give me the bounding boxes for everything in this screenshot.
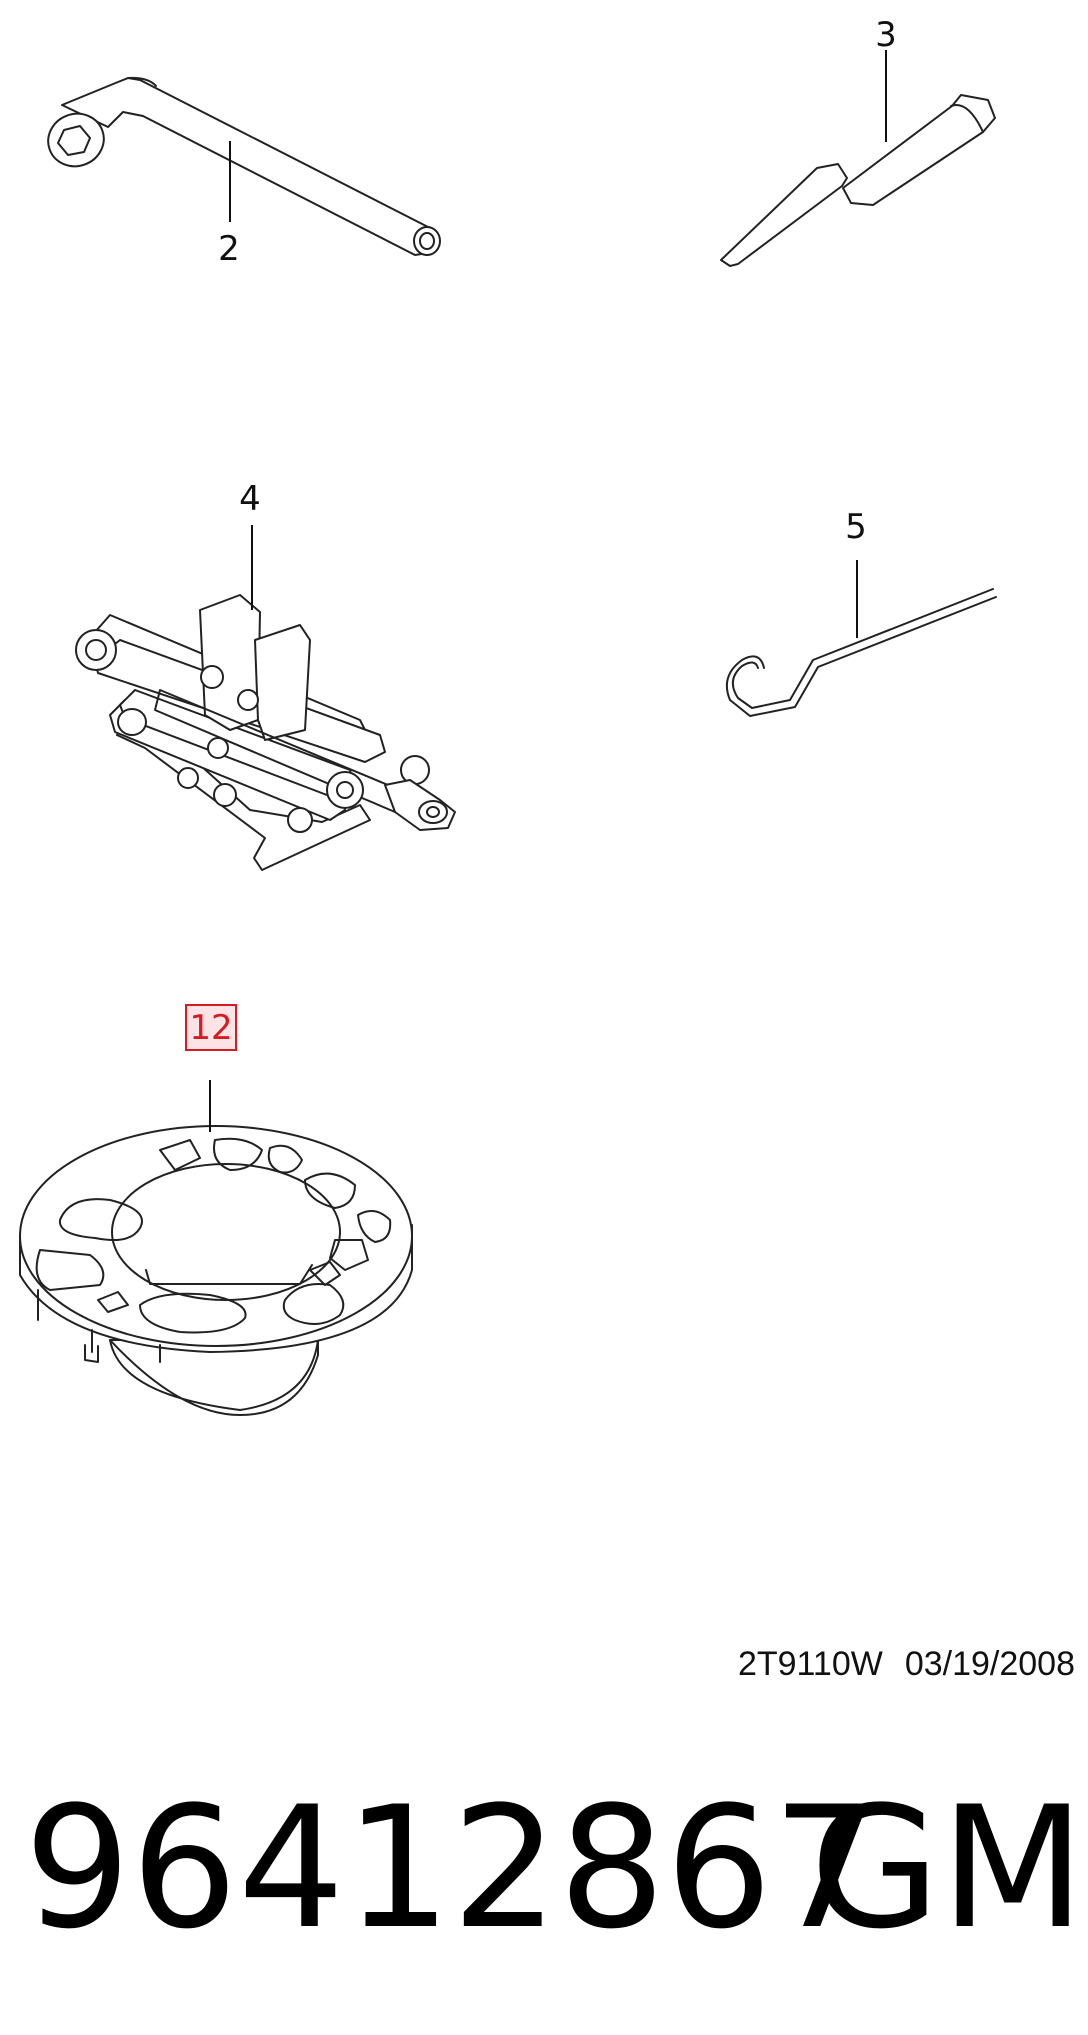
callout-12-highlight-box (185, 1004, 237, 1051)
callout-12: 12 (189, 1008, 232, 1048)
reference-date: 03/19/2008 (905, 1645, 1075, 1683)
footer-brand: GM (810, 1770, 1085, 1966)
reference-line: 2T9110W 03/19/2008 (738, 1645, 1075, 1683)
scissor-jack (75, 525, 456, 871)
callout-2: 2 (218, 229, 240, 269)
callout-3: 3 (875, 15, 897, 55)
callout-5: 5 (845, 507, 867, 547)
footer-part-number: 96412867 (24, 1770, 879, 1966)
screwdriver (720, 50, 996, 267)
jack-handle-hook (726, 560, 997, 717)
lug-wrench (47, 76, 441, 256)
reference-code: 2T9110W (738, 1645, 883, 1683)
callout-4: 4 (239, 479, 261, 519)
spare-wheel-holder (19, 1080, 413, 1416)
